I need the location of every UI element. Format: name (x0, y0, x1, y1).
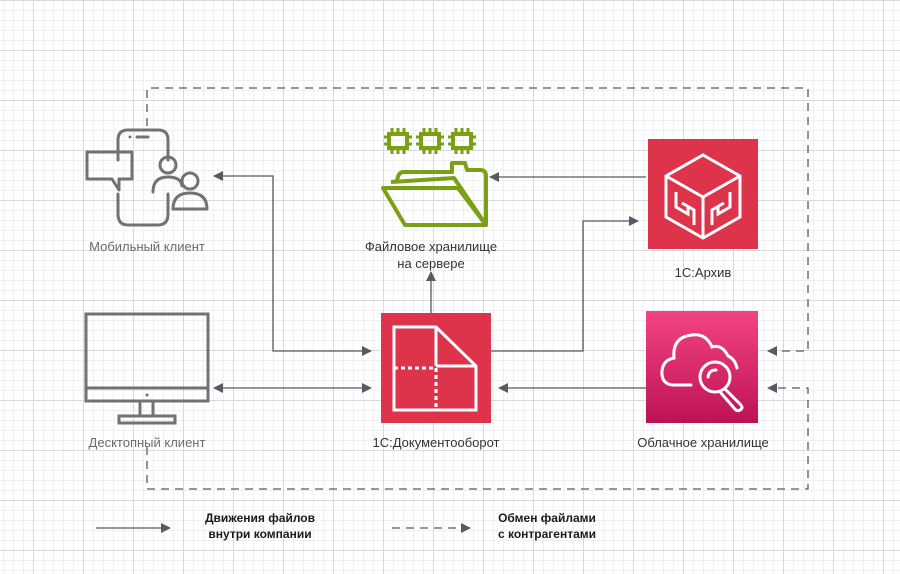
folder-server-icon (381, 128, 488, 227)
edge-external-exchange (146, 87, 809, 490)
legend-external-line1: Обмен файлами (498, 511, 596, 525)
legend-external-line2: с контрагентами (497, 527, 597, 541)
docflow-tile[interactable] (381, 313, 491, 423)
cloud-storage-tile[interactable] (646, 311, 758, 423)
legend-internal-line1: Движения файлов (204, 511, 315, 525)
cloud-search-icon (660, 333, 744, 413)
docflow-label: 1С:Документооборот (372, 435, 500, 450)
archive-label: 1С:Архив (674, 265, 732, 280)
mobile-client-label: Мобильный клиент (89, 239, 205, 254)
file-storage-label-line2: на сервере (397, 256, 465, 271)
desktop-client-label: Десктопный клиент (88, 435, 206, 450)
archive-tile[interactable] (648, 139, 758, 249)
cloud-storage-label: Облачное хранилище (637, 435, 769, 450)
cube-archive-icon (664, 153, 742, 240)
file-storage-label-line1: Файловое хранилище (364, 239, 498, 254)
edge-docflow-archive (491, 216, 639, 352)
legend-internal-line2: внутри компании (208, 527, 312, 541)
dashed-edge-desktop-to-cloud (146, 383, 809, 490)
edge-docflow-mobile (213, 171, 372, 356)
document-icon (392, 325, 478, 412)
desktop-monitor-icon (84, 312, 210, 425)
mobile-users-icon (85, 128, 209, 227)
chip-icon (387, 132, 473, 150)
